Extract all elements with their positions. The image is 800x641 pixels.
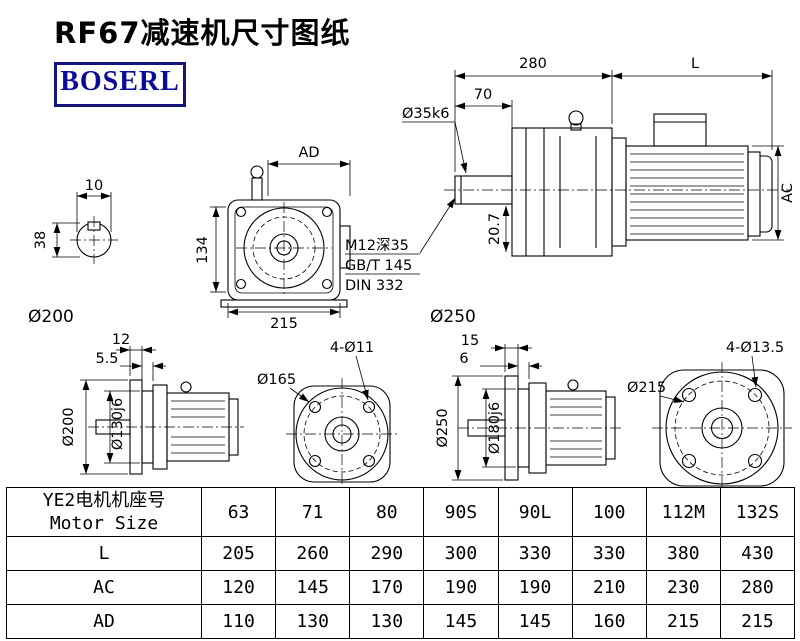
- flange-output-side-view-small: 12 5.5 Ø200 Ø130j6: [61, 332, 244, 475]
- value-L-63: 205: [200, 536, 277, 571]
- dimension-table: YE2电机机座号 Motor Size 63 71 80 90S 90L 100…: [6, 487, 796, 639]
- caption-diameter-250: Ø250: [430, 307, 476, 327]
- value-AC-132S: 280: [719, 570, 796, 605]
- value-AD-90S: 145: [423, 604, 499, 639]
- dim-215: 215: [270, 316, 298, 332]
- value-AD-100: 160: [571, 604, 647, 639]
- row-label-AD: AD: [6, 604, 202, 639]
- value-AD-132S: 215: [719, 604, 796, 639]
- value-AC-71: 145: [275, 570, 351, 605]
- dim-flange-dia-200: Ø200: [61, 407, 77, 446]
- gearmotor-side-view: 280 L 70 Ø35k6 20.7 AC M12深35 GB/T 145 D…: [345, 56, 796, 327]
- value-L-71: 260: [275, 536, 351, 571]
- label-bolt-circle-215: Ø215: [627, 380, 666, 396]
- table-row-AD: AD 110 130 130 145 145 160 215 215: [6, 604, 796, 639]
- label-bolt-holes-4x11: 4-Ø11: [330, 340, 374, 356]
- flange-face-view-large: 4-Ø13.5 Ø215: [627, 340, 792, 489]
- value-L-90S: 300: [423, 536, 499, 571]
- value-AD-71: 130: [275, 604, 351, 639]
- frame-size-63: 63: [200, 487, 277, 537]
- flange-output-side-view-large: 15 6 Ø250 Ø180j6: [435, 333, 624, 481]
- row-label-AC: AC: [6, 570, 202, 605]
- value-AC-90L: 190: [497, 570, 573, 605]
- table-row-AC: AC 120 145 170 190 190 210 230 280: [6, 570, 796, 605]
- dim-20-7: 20.7: [487, 213, 503, 245]
- dim-280: 280: [519, 56, 547, 72]
- dim-spigot-depth-5-5: 5.5: [95, 351, 118, 367]
- technical-drawing: 10 38 Ø200 AD 134: [28, 56, 796, 490]
- value-AC-63: 120: [200, 570, 277, 605]
- caption-diameter-200: Ø200: [28, 307, 74, 327]
- note-standard-din: DIN 332: [345, 278, 404, 294]
- value-AC-90S: 190: [423, 570, 499, 605]
- dim-spigot-dia-180: Ø180j6: [487, 402, 503, 454]
- dim-134: 134: [195, 236, 211, 264]
- frame-size-132S: 132S: [719, 487, 796, 537]
- dim-shaft-height: 38: [33, 231, 49, 249]
- label-bolt-circle-165: Ø165: [257, 372, 296, 388]
- motor-size-label-en: Motor Size: [49, 513, 159, 534]
- dim-70: 70: [474, 87, 492, 103]
- dim-spigot-depth-6: 6: [459, 351, 468, 367]
- table-row-L: L 205 260 290 300 330 330 380 430: [6, 536, 796, 571]
- page-title: RF67减速机尺寸图纸: [54, 16, 351, 50]
- flange-face-view-small: 4-Ø11 Ø165: [257, 340, 398, 490]
- label-bolt-holes-4x13-5: 4-Ø13.5: [726, 340, 784, 356]
- motor-size-header: YE2电机机座号 Motor Size: [6, 487, 202, 537]
- frame-size-80: 80: [349, 487, 425, 537]
- frame-size-100: 100: [571, 487, 647, 537]
- value-L-90L: 330: [497, 536, 573, 571]
- note-thread: M12深35: [345, 237, 409, 254]
- frame-size-90L: 90L: [497, 487, 573, 537]
- value-AC-80: 170: [349, 570, 425, 605]
- dim-AD: AD: [298, 145, 319, 161]
- note-standard-gb: GB/T 145: [345, 258, 412, 274]
- dim-L: L: [691, 56, 699, 72]
- label-shaft-diameter: Ø35k6: [402, 106, 450, 122]
- dim-flange-thickness-12: 12: [112, 332, 130, 348]
- value-AD-80: 130: [349, 604, 425, 639]
- value-AD-90L: 145: [497, 604, 573, 639]
- dim-flange-dia-250: Ø250: [435, 408, 451, 447]
- row-label-L: L: [6, 536, 202, 571]
- dim-key-width: 10: [85, 178, 103, 194]
- value-L-80: 290: [349, 536, 425, 571]
- dim-AC: AC: [780, 183, 796, 203]
- value-AC-100: 210: [571, 570, 647, 605]
- motor-size-label-cn: YE2电机机座号: [42, 489, 166, 511]
- value-L-112M: 380: [645, 536, 721, 571]
- frame-size-112M: 112M: [645, 487, 721, 537]
- gearbox-front-view: AD 134 215: [195, 145, 351, 332]
- dim-spigot-dia-130: Ø130j6: [110, 398, 126, 450]
- table-header-row: YE2电机机座号 Motor Size 63 71 80 90S 90L 100…: [6, 487, 796, 537]
- brand-logo: BOSERL: [54, 62, 186, 107]
- frame-size-90S: 90S: [423, 487, 499, 537]
- dim-flange-thickness-15: 15: [461, 333, 479, 349]
- value-L-100: 330: [571, 536, 647, 571]
- frame-size-71: 71: [275, 487, 351, 537]
- shaft-section-view: 10 38 Ø200: [28, 178, 118, 327]
- value-AD-112M: 215: [645, 604, 721, 639]
- value-L-132S: 430: [719, 536, 796, 571]
- value-AD-63: 110: [200, 604, 277, 639]
- value-AC-112M: 230: [645, 570, 721, 605]
